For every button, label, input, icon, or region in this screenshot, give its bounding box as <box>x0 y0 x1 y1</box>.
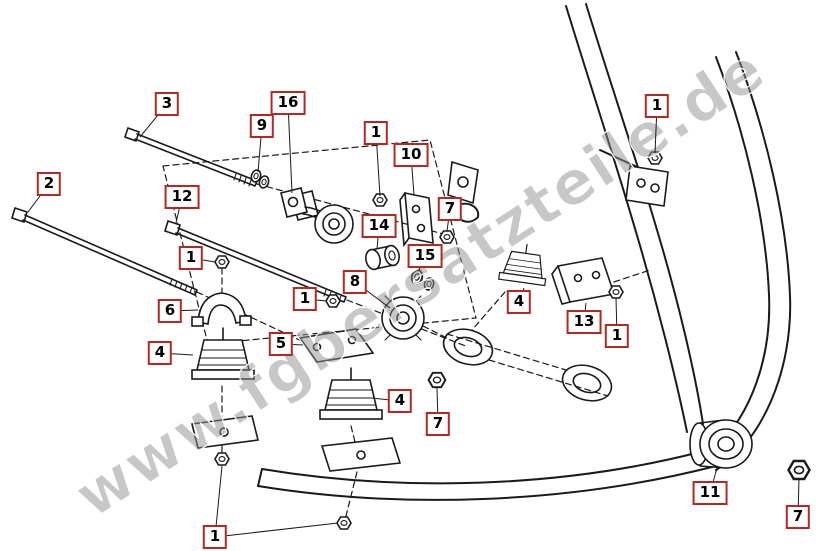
part-callout-9: 9 <box>249 114 275 138</box>
part-callout-7: 7 <box>437 197 463 221</box>
rod-2 <box>11 206 198 296</box>
bushing-8 <box>381 295 425 341</box>
part-callout-2: 2 <box>36 172 62 196</box>
part-callout-1: 1 <box>292 287 318 311</box>
part-callout-1: 1 <box>604 324 630 348</box>
rod-3 <box>123 126 258 187</box>
clamp-6 <box>191 292 252 327</box>
part-callout-10: 10 <box>393 143 429 167</box>
leader-line <box>287 102 293 194</box>
part-callout-11: 11 <box>692 481 728 505</box>
leader-line <box>214 522 339 538</box>
part-callout-7: 7 <box>425 412 451 436</box>
part-callout-4: 4 <box>147 341 173 365</box>
bracket-5 <box>298 328 375 363</box>
mount-bracket-left <box>191 415 259 449</box>
part-callout-4: 4 <box>506 290 532 314</box>
part-callout-14: 14 <box>361 214 397 238</box>
part-callout-3: 3 <box>154 92 180 116</box>
part-callout-15: 15 <box>407 244 443 268</box>
part-callout-6: 6 <box>157 299 183 323</box>
mount-bracket-center <box>320 437 402 472</box>
bracket-10 <box>399 191 434 248</box>
part-callout-1: 1 <box>644 94 670 118</box>
part-callout-13: 13 <box>566 310 602 334</box>
part-callout-1: 1 <box>202 525 228 549</box>
part-callout-8: 8 <box>342 270 368 294</box>
part-callout-16: 16 <box>270 91 306 115</box>
part-callout-4: 4 <box>387 389 413 413</box>
part-callout-1: 1 <box>178 246 204 270</box>
bushing-14 <box>365 244 400 271</box>
bushing-11 <box>689 419 753 469</box>
part-callout-7: 7 <box>785 505 811 529</box>
part-callout-1: 1 <box>363 121 389 145</box>
part-callout-12: 12 <box>164 185 200 209</box>
part-callout-5: 5 <box>268 332 294 356</box>
torque-arm-16 <box>280 187 354 244</box>
